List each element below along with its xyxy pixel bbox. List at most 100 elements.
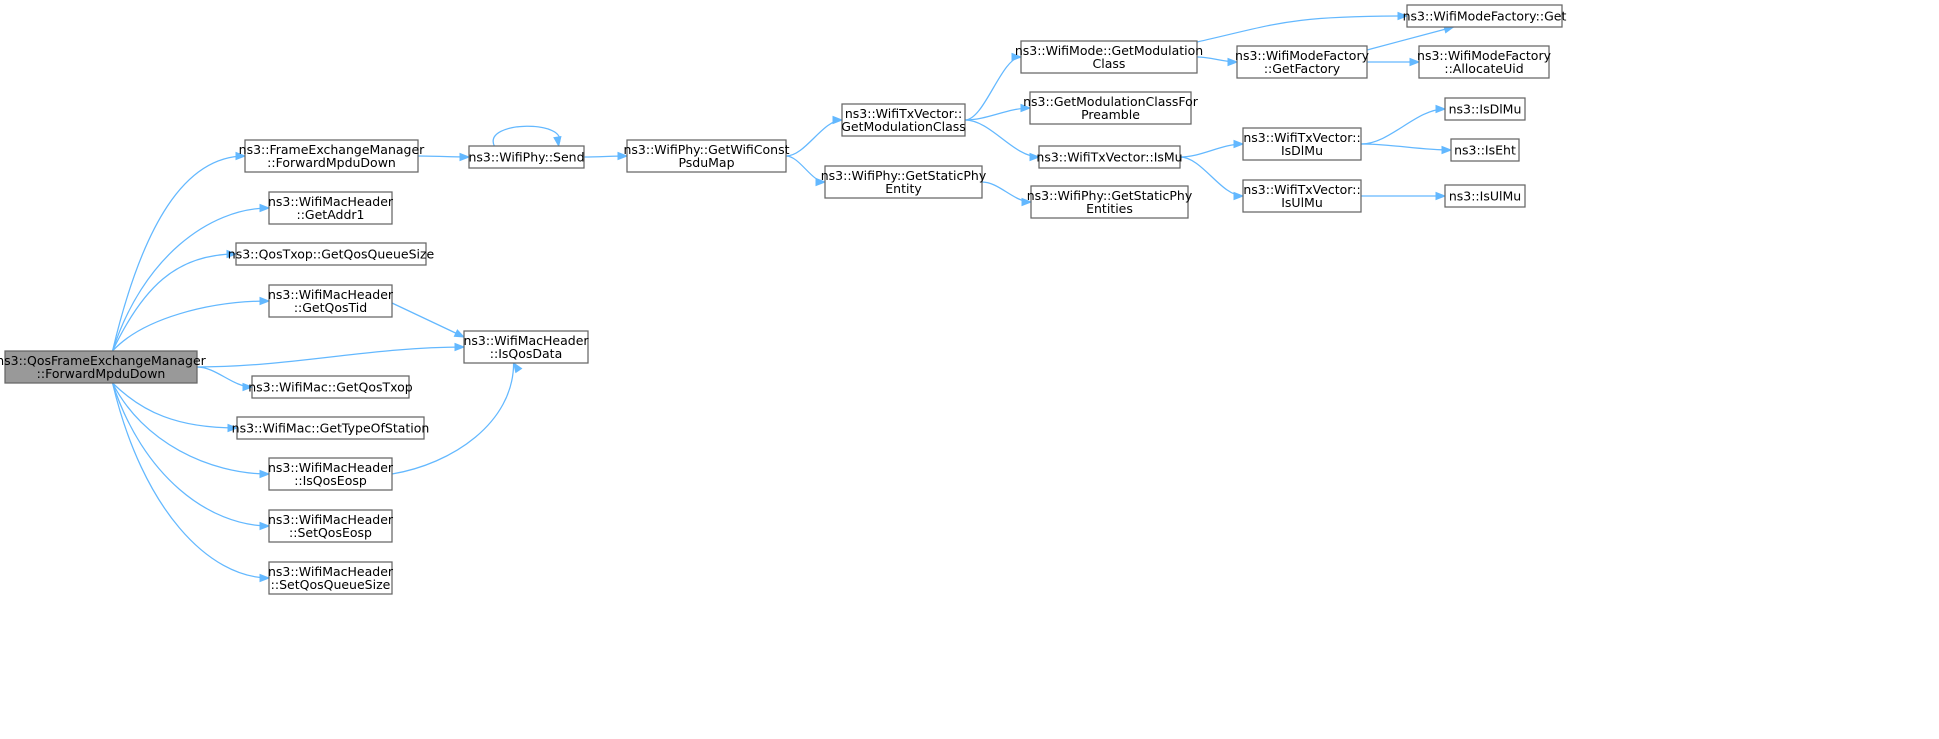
node-label-line: ::ForwardMpduDown (267, 155, 396, 170)
node-label-line: ns3::WifiMac::GetTypeOfStation (232, 421, 430, 436)
edge-getmodclass_mode-to-wmf_getfactory-arrowhead (1227, 57, 1239, 67)
edge-root-to-getqostxop-arrowhead (242, 382, 254, 392)
node-box (244, 139, 419, 173)
node-txv-isulmu[interactable]: ns3::WifiTxVector::IsUlMu (1242, 179, 1362, 213)
edge-root-to-getaddr1 (111, 207, 270, 352)
node-getaddr1[interactable]: ns3::WifiMacHeader::GetAddr1 (268, 191, 394, 225)
node-getmodclass-txv[interactable]: ns3::WifiTxVector::GetModulationClass (841, 103, 966, 137)
node-box (1406, 4, 1563, 28)
node-label-line: ns3::WifiMacHeader (268, 194, 394, 209)
node-box (1242, 179, 1362, 213)
node-box (1444, 97, 1526, 121)
edge-getstaticphyentity-to-getstaticphyentities-arrowhead (1021, 197, 1033, 207)
node-label-line: IsUlMu (1281, 195, 1323, 210)
edge-getmodclass_txv-to-txv_ismu (964, 119, 1040, 158)
node-label-line: ::SetQosEosp (289, 525, 372, 540)
node-box (268, 284, 393, 318)
edge-getmodclass_txv-to-txv_ismu-arrowhead (1029, 152, 1041, 162)
edge-getwificonstpsdumap-to-getstaticphyentity (785, 155, 826, 183)
edge-getwificonstpsdumap-to-getmodclass_txv-arrowhead (832, 115, 844, 125)
edge-wmf_getfactory-to-wmf_allocateuid-arrowhead (1409, 57, 1421, 67)
node-label-line: ns3::WifiMac::GetQosTxop (248, 380, 413, 395)
node-label-line: ns3::WifiTxVector:: (1243, 182, 1360, 197)
node-label-line: ns3::QosFrameExchangeManager (0, 353, 207, 368)
node-isdlmu[interactable]: ns3::IsDlMu (1444, 97, 1526, 121)
node-label-line: ns3::WifiPhy::Send (468, 150, 584, 165)
node-getmodclass-mode[interactable]: ns3::WifiMode::GetModulationClass (1015, 40, 1203, 74)
node-label-line: ::AllocateUid (1444, 61, 1523, 76)
edge-getwificonstpsdumap-to-getstaticphyentity-arrowhead (815, 177, 827, 187)
node-box (463, 330, 589, 364)
node-wmf-allocateuid[interactable]: ns3::WifiModeFactory::AllocateUid (1417, 45, 1552, 79)
node-gettypeofstation[interactable]: ns3::WifiMac::GetTypeOfStation (232, 416, 430, 440)
node-label-line: ns3::IsUlMu (1449, 189, 1521, 204)
node-box (1029, 91, 1192, 125)
edge-isqoseosp-to-isqosdata (391, 362, 515, 475)
edge-root-to-isqosdata (196, 346, 465, 368)
node-label-line: Entity (885, 181, 922, 196)
edge-isqoseosp-to-isqosdata-arrowhead (512, 361, 523, 374)
edge-getmodclass_mode-to-wmf_get (1196, 15, 1408, 43)
node-label-line: ns3::QosTxop::GetQosQueueSize (228, 247, 435, 262)
node-txv-ismu[interactable]: ns3::WifiTxVector::IsMu (1036, 145, 1183, 169)
node-root[interactable]: ns3::QosFrameExchangeManager::ForwardMpd… (0, 350, 207, 384)
node-setqoseosp[interactable]: ns3::WifiMacHeader::SetQosEosp (268, 509, 394, 543)
node-box (1020, 40, 1198, 74)
node-iseht[interactable]: ns3::IsEht (1450, 138, 1520, 162)
node-label-line: ns3::WifiMacHeader (268, 512, 394, 527)
edge-root-to-isqosdata-arrowhead (454, 342, 466, 352)
node-label-line: ns3::WifiModeFactory (1417, 48, 1552, 63)
edge-root-to-isqoseosp (111, 382, 270, 475)
edge-root-to-getqostid-arrowhead (259, 296, 271, 306)
node-fem-fwd[interactable]: ns3::FrameExchangeManager::ForwardMpduDo… (239, 139, 425, 173)
node-send[interactable]: ns3::WifiPhy::Send (468, 145, 585, 169)
node-box (268, 561, 393, 595)
edge-txv_ismu-to-txv_isdlmu-arrowhead (1233, 139, 1245, 149)
node-isqoseosp[interactable]: ns3::WifiMacHeader::IsQosEosp (268, 457, 394, 491)
edge-root-to-isqoseosp-arrowhead (259, 469, 271, 479)
node-label-line: ns3::WifiMacHeader (268, 460, 394, 475)
edge-send-to-getwificonstpsdumap-arrowhead (617, 151, 629, 161)
node-label-line: ns3::WifiMacHeader (268, 287, 394, 302)
node-label-line: ns3::WifiTxVector::IsMu (1036, 150, 1182, 165)
node-label-line: ns3::FrameExchangeManager (239, 142, 425, 157)
node-isqosdata[interactable]: ns3::WifiMacHeader::IsQosData (463, 330, 589, 364)
edge-send-to-send (492, 125, 561, 147)
node-box (1038, 145, 1181, 169)
edge-txv_isdlmu-to-iseht (1360, 143, 1452, 151)
edge-txv_isdlmu-to-isdlmu (1360, 108, 1446, 145)
edge-root-to-getqosqueuesize-arrowhead (226, 249, 238, 259)
node-label-line: ns3::WifiMode::GetModulation (1015, 43, 1203, 58)
node-box (268, 457, 393, 491)
node-wmf-get[interactable]: ns3::WifiModeFactory::Get (1403, 4, 1567, 28)
edge-txv_isdlmu-to-isdlmu-arrowhead (1435, 104, 1447, 114)
edge-root-to-gettypeofstation-arrowhead (227, 423, 239, 433)
node-box (468, 145, 585, 169)
node-label-line: ns3::WifiModeFactory (1235, 48, 1370, 63)
node-label-line: ns3::WifiTxVector:: (845, 106, 962, 121)
node-label-line: ns3::WifiPhy::GetWifiConst (623, 142, 789, 157)
edge-root-to-setqosqueuesize-arrowhead (259, 573, 271, 583)
node-getqostxop[interactable]: ns3::WifiMac::GetQosTxop (248, 375, 413, 399)
node-setqosqueuesize[interactable]: ns3::WifiMacHeader::SetQosQueueSize (268, 561, 394, 595)
node-getqosqueuesize[interactable]: ns3::QosTxop::GetQosQueueSize (228, 242, 435, 266)
node-txv-isdlmu[interactable]: ns3::WifiTxVector::IsDlMu (1242, 127, 1362, 161)
node-wmf-getfactory[interactable]: ns3::WifiModeFactory::GetFactory (1235, 45, 1370, 79)
node-box (268, 191, 393, 225)
node-label-line: ns3::WifiPhy::GetStaticPhy (821, 168, 987, 183)
node-label-line: Entities (1086, 201, 1133, 216)
node-label-line: ns3::WifiTxVector:: (1243, 130, 1360, 145)
node-isulmu[interactable]: ns3::IsUlMu (1444, 184, 1526, 208)
node-box (236, 416, 425, 440)
node-getqostid[interactable]: ns3::WifiMacHeader::GetQosTid (268, 284, 394, 318)
node-label-line: ns3::GetModulationClassFor (1023, 94, 1199, 109)
node-label-line: ns3::WifiPhy::GetStaticPhy (1027, 188, 1193, 203)
node-label-line: ns3::WifiModeFactory::Get (1403, 9, 1567, 24)
node-label-line: ns3::IsEht (1454, 143, 1516, 158)
node-box (4, 350, 198, 384)
call-graph-nodes: ns3::QosFrameExchangeManager::ForwardMpd… (0, 4, 1567, 595)
